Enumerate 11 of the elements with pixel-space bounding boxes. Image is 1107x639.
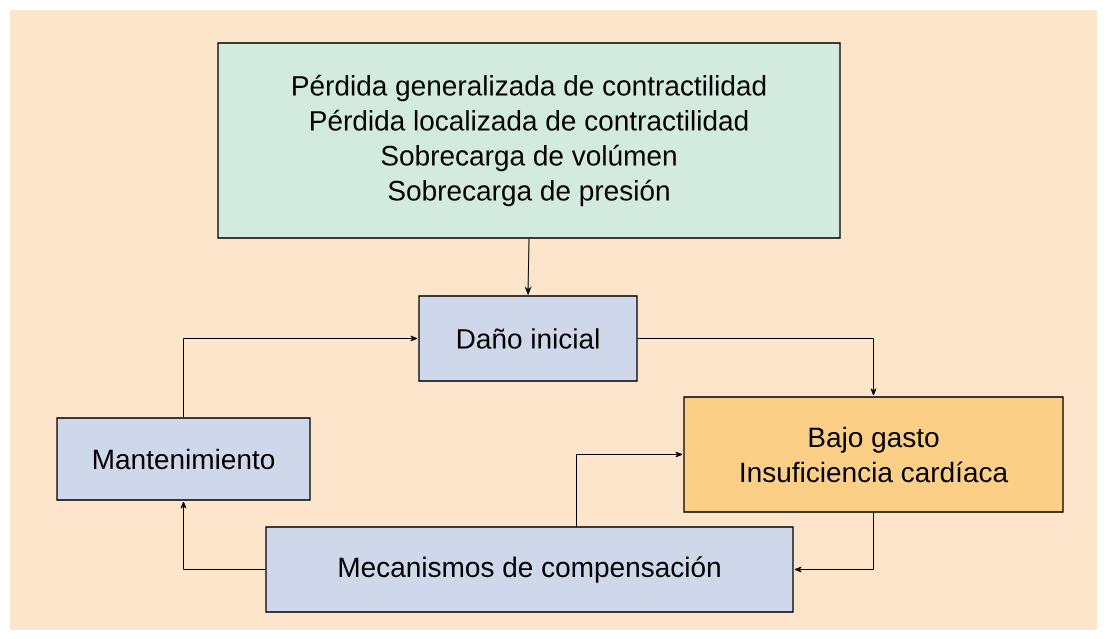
arrow [525,238,531,295]
arrow [794,512,874,573]
arrow [637,338,877,396]
process-box: Daño inicial [418,295,638,382]
outcome-box: Bajo gasto Insuficiencia cardíaca [683,396,1064,513]
arrow [576,451,683,527]
process-box: Mantenimiento [56,417,311,501]
cause-box: Pérdida generalizada de contractilidad Pérdida localizada de contractilidad Sobrecarga de volúmen Sobrecarga de presión [217,42,841,239]
arrow [180,501,266,570]
arrow [183,335,418,418]
process-box: Mecanismos de compensación [265,526,794,613]
